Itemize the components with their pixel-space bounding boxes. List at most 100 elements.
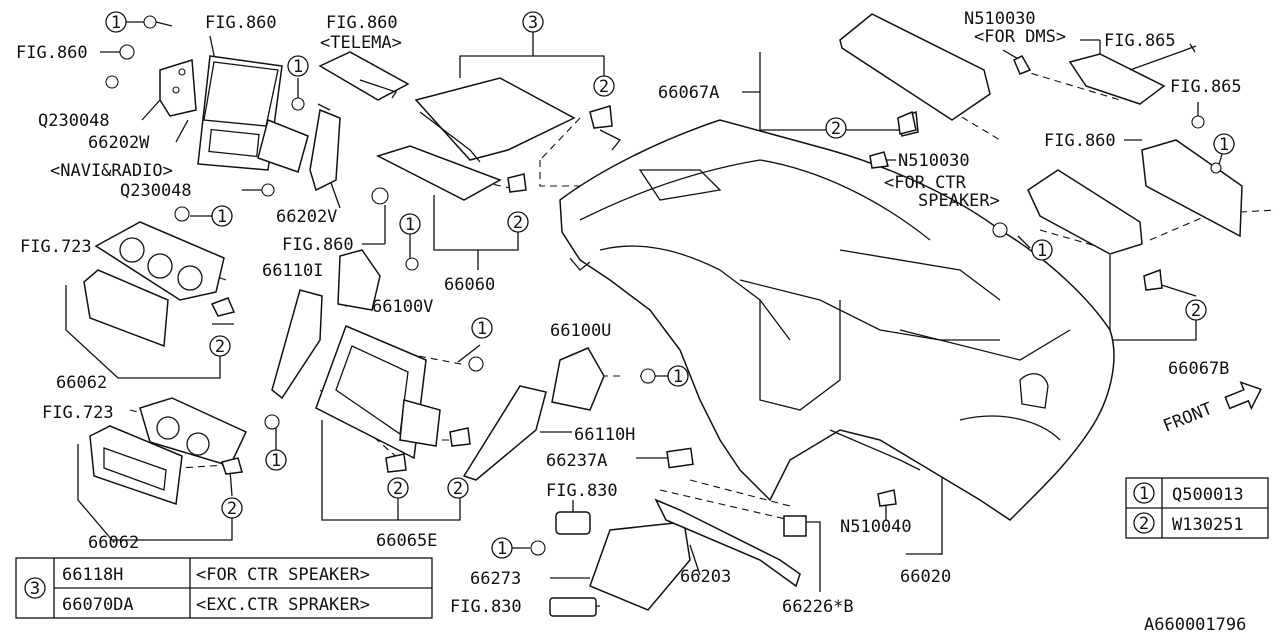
part-number-label: 66202V [276,207,337,227]
part-number-label: 66273 [470,569,521,589]
part-number-label: 66065E [376,531,437,551]
part-number-label: 66067B [1168,359,1229,379]
callout-3: 3 [522,11,544,33]
callout-1: 1 [491,537,513,559]
variant-note: <FOR CTR SPEAKER> [196,565,370,585]
fig-ref-label: FIG.860 [1044,131,1116,151]
callout-label: 2 [513,213,523,233]
callout-label: 1 [497,539,507,559]
fig-ref-label: FIG.860 [16,43,88,63]
callout-1: 1 [667,365,689,387]
callout-2: 2 [209,335,231,357]
legend-callout: 2 [1139,514,1149,534]
leader-lines [65,21,1223,607]
fig-ref-label: FIG.723 [20,237,92,257]
variant-note-label: <NAVI&RADIO> [50,161,173,181]
part-number-label: 66060 [444,275,495,295]
part-number-label: 66110I [262,261,323,281]
variant-note-label: <TELEMA> [320,33,402,53]
callout-label: 2 [393,479,403,499]
callout-markers: 1 1 1 1 1 1 1 1 1 1 2 2 2 2 2 2 2 2 3 [105,11,1235,559]
variant-part: 66070DA [62,595,134,615]
part-number-label: 66062 [88,533,139,553]
callout-label: 2 [831,119,841,139]
callout-label: 2 [453,479,463,499]
variant-note-label: SPEAKER> [918,191,1000,211]
callout-label: 2 [227,499,237,519]
front-label: FRONT [1160,399,1215,437]
front-direction-arrow: FRONT [1160,381,1262,437]
part-number-label: Q230048 [120,181,192,201]
legend-part: W130251 [1172,515,1244,535]
callout-1: 1 [1031,239,1053,261]
callout-2: 2 [387,477,409,499]
part-number-label: 66100V [372,297,433,317]
instrument-panel-shape [559,119,1115,521]
part-number-label: 66110H [574,425,635,445]
callout-label: 2 [215,337,225,357]
fig-ref-label: FIG.865 [1104,31,1176,51]
callout-2: 2 [447,477,469,499]
callout-label: 1 [111,13,121,33]
callout-label: 1 [217,207,227,227]
legend-row: 1 Q500013 [1133,482,1244,505]
fig-ref-label: FIG.860 [326,13,398,33]
part-number-label: 66226*B [782,597,854,617]
part-number-label: 66203 [680,567,731,587]
part-number-label: 66062 [56,373,107,393]
variant-part: 66118H [62,565,123,585]
callout-label: 3 [528,13,538,33]
variant-table: 3 66118H <FOR CTR SPEAKER> 66070DA <EXC.… [15,557,433,619]
fig-ref-label: FIG.865 [1170,77,1242,97]
part-number-label: Q230048 [38,111,110,131]
callout-label: 1 [405,215,415,235]
part-labels: FIG.860 FIG.860 Q230048 66202W <NAVI&RAD… [16,9,1242,617]
part-number-label: 66202W [88,133,150,153]
fig-ref-label: FIG.830 [546,481,618,501]
callout-2: 2 [507,211,529,233]
legend-callout: 1 [1139,484,1149,504]
callout-label: 1 [1219,135,1229,155]
part-number-label: 66067A [658,83,719,103]
part-number-label: N510030 [898,151,970,171]
fig-ref-label: FIG.723 [42,403,114,423]
callout-label: 3 [30,579,40,599]
callout-1: 1 [105,11,127,33]
part-number-label: 66100U [550,321,611,341]
variant-note: <EXC.CTR SPRAKER> [196,595,370,615]
callout-2: 2 [825,117,847,139]
legend-part: Q500013 [1172,485,1244,505]
diagram-id: A660001796 [1144,615,1246,635]
variant-callout: 3 [24,577,46,599]
callout-1: 1 [471,317,493,339]
callout-1: 1 [211,205,233,227]
callout-2: 2 [221,497,243,519]
part-number-label: N510040 [840,517,912,537]
legend-row: 2 W130251 [1133,512,1244,535]
callout-1: 1 [399,213,421,235]
fig-ref-label: FIG.830 [450,597,522,617]
part-number-label: 66237A [546,451,607,471]
callout-2: 2 [1185,299,1207,321]
callout-1: 1 [265,449,287,471]
variant-note-label: <FOR CTR [884,173,967,193]
callout-1: 1 [1213,133,1235,155]
callout-label: 1 [673,367,683,387]
callout-1: 1 [287,55,309,77]
part-shapes [83,13,1243,617]
legend-table: 1 Q500013 2 W130251 [1125,477,1269,539]
callout-label: 1 [477,319,487,339]
fig-ref-label: FIG.860 [205,13,277,33]
part-number-label: 66020 [900,567,951,587]
callout-label: 1 [271,451,281,471]
callout-label: 2 [1191,301,1201,321]
part-number-label: N510030 [964,9,1036,29]
fasteners [105,15,1222,556]
variant-note-label: <FOR DMS> [974,27,1066,47]
fig-ref-label: FIG.860 [282,235,354,255]
callout-label: 2 [599,77,609,97]
callout-label: 1 [1037,241,1047,261]
callout-label: 1 [293,57,303,77]
callout-2: 2 [593,75,615,97]
